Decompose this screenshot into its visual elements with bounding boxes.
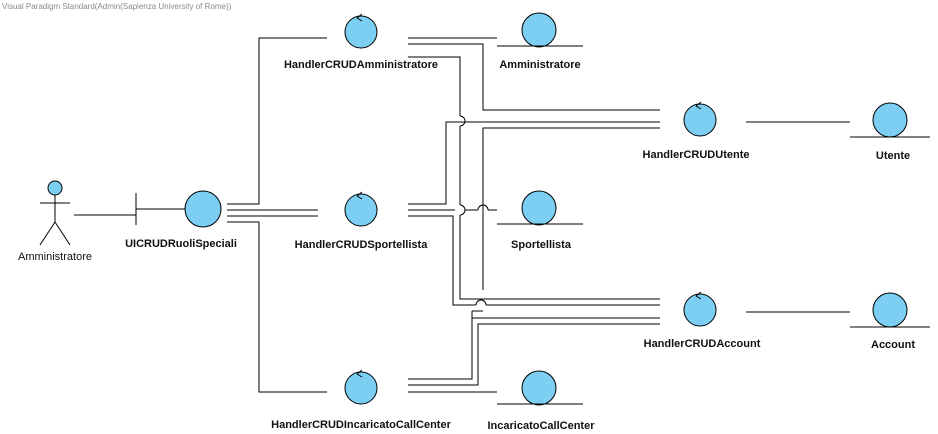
control-label: HandlerCRUDAmministratore [284,59,438,71]
connector-jump-2 [459,204,466,216]
control-label: HandlerCRUDIncaricatoCallCenter [271,419,451,431]
connector-handler-amministratore-handler-utente [408,43,660,111]
entity-utente[interactable]: Utente [850,102,930,162]
control-icon [683,101,717,137]
connectors [74,37,850,393]
entity-icon [497,12,583,48]
connector-handler-incaricato-handler-utente-a [408,311,473,380]
control-handler-incaricato[interactable]: HandlerCRUDIncaricatoCallCenter [271,369,452,431]
actor-stick-figure-icon [39,180,71,246]
connector-handler-sportellista-handler-utente [408,121,660,205]
control-label: HandlerCRUDUtente [643,149,750,161]
entity-label: Sportellista [511,239,572,251]
actor-amministratore[interactable]: Amministratore [18,180,92,263]
connector-handler-amministratore-handler-account-c [459,215,660,300]
entity-amministratore[interactable]: Amministratore [497,12,583,71]
connector-handler-incaricato-handler-account [408,323,660,386]
entity-account[interactable]: Account [850,292,930,351]
control-handler-account[interactable]: HandlerCRUDAccount [644,291,761,350]
boundary-label: UICRUDRuoliSpeciali [125,238,237,250]
entity-icon [850,292,930,328]
connector-jump-1 [459,115,466,127]
control-icon [344,369,378,405]
entity-label: Account [871,339,915,351]
actor-label: Amministratore [18,251,92,263]
entity-icon [850,102,930,138]
entity-label: Utente [876,150,910,162]
entity-icon [497,190,583,226]
connector-boundary-handler-incaricato [227,221,327,393]
connector-handler-incaricato-handler-utente-b [482,127,660,290]
connector-jump-4 [475,299,487,306]
entity-label: IncaricatoCallCenter [488,420,596,432]
control-label: HandlerCRUDAccount [644,338,761,350]
watermark: Visual Paradigm Standard(Admin(Sapienza … [2,2,232,11]
entity-incaricato[interactable]: IncaricatoCallCenter [488,370,596,432]
control-handler-sportellista[interactable]: HandlerCRUDSportellista [295,191,429,251]
control-handler-utente[interactable]: HandlerCRUDUtente [643,101,750,161]
boundary-uicrudruolispeciali[interactable]: UICRUDRuoliSpeciali [125,190,237,250]
control-icon [344,13,378,49]
control-handler-amministratore[interactable]: HandlerCRUDAmministratore [284,13,438,71]
control-icon [344,191,378,227]
control-label: HandlerCRUDSportellista [295,239,429,251]
connector-handler-amministratore-handler-account-a [408,56,461,116]
control-icon [683,291,717,327]
connector-handler-sportellista-handler-account-a [408,215,476,306]
entity-sportellista[interactable]: Sportellista [497,190,583,251]
connector-boundary-handler-amministratore [227,37,327,205]
boundary-icon [135,190,222,228]
entity-icon [497,370,583,406]
entity-label: Amministratore [499,59,580,71]
